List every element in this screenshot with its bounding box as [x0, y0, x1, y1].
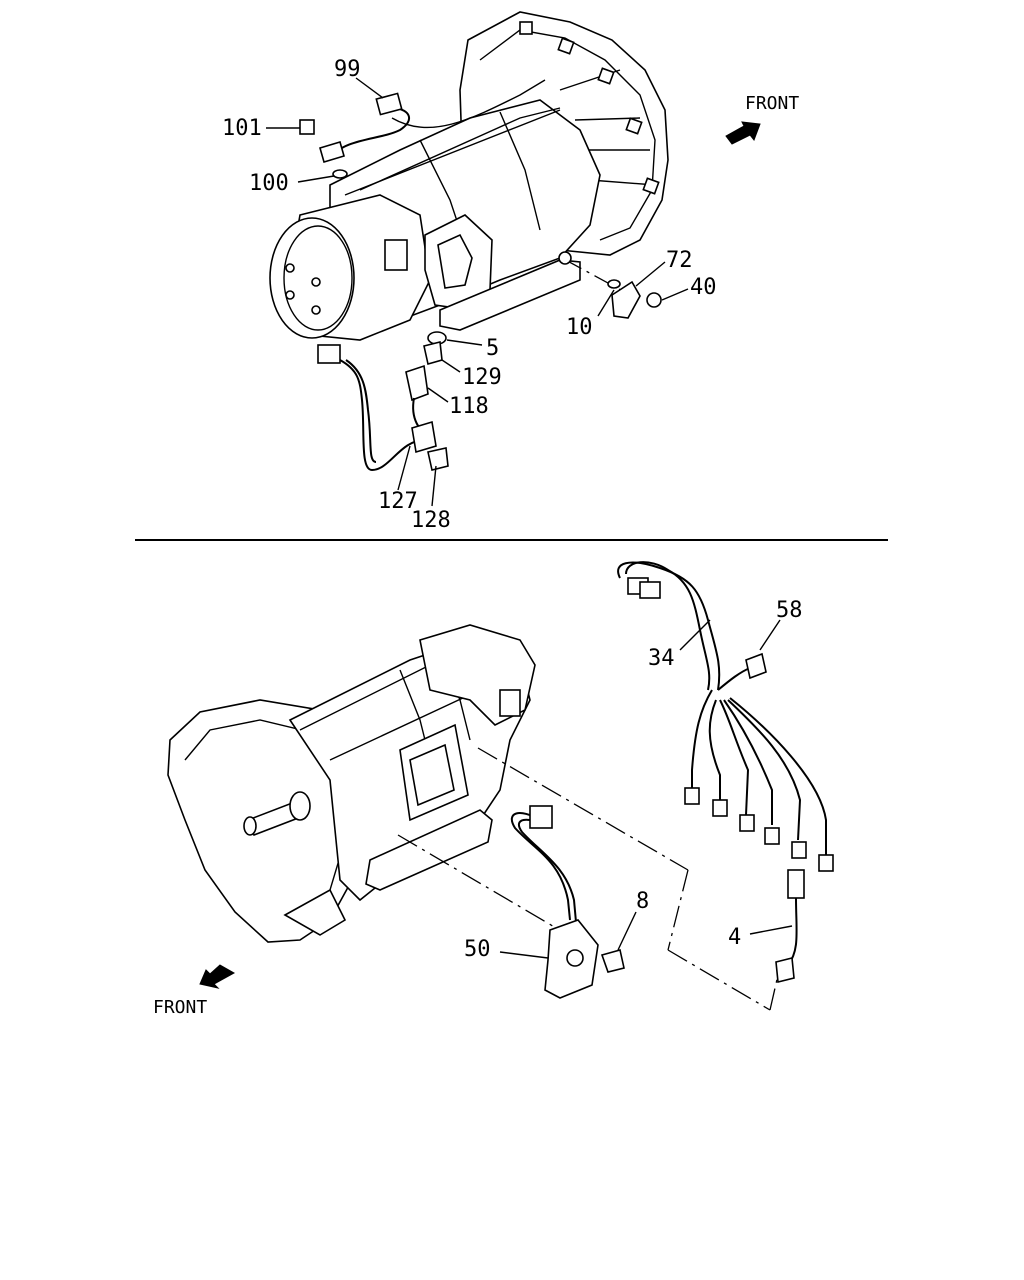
bottom-front-label: FRONT	[153, 997, 207, 1018]
label-8: 8	[636, 889, 649, 914]
label-10: 10	[566, 315, 593, 340]
bottom-transmission-assembly	[167, 624, 536, 943]
label-40: 40	[690, 275, 717, 300]
bottom-dash-lines	[397, 747, 779, 1011]
label-4: 4	[728, 925, 741, 950]
label-58: 58	[776, 598, 803, 623]
top-leader-lines	[266, 77, 689, 507]
label-34: 34	[648, 646, 675, 671]
bottom-main-harness	[617, 561, 834, 872]
top-temperature-sensor-harness	[317, 331, 449, 472]
top-front-label: FRONT	[745, 93, 799, 114]
bottom-leader-lines	[499, 619, 793, 959]
label-5: 5	[486, 336, 499, 361]
bottom-switch-assembly	[510, 805, 625, 999]
label-99: 99	[334, 57, 361, 82]
label-100: 100	[249, 171, 289, 196]
label-118: 118	[449, 394, 489, 419]
top-bracket-assembly	[558, 251, 662, 319]
top-front-arrow-icon	[725, 121, 761, 145]
label-127: 127	[378, 489, 418, 514]
label-101: 101	[222, 116, 262, 141]
top-transmission-assembly	[269, 11, 669, 341]
label-72: 72	[666, 248, 693, 273]
bottom-labels: 58 34 8 50 4 FRONT	[153, 598, 803, 1018]
bottom-sensor-harness-4	[775, 869, 805, 984]
label-50: 50	[464, 937, 491, 962]
label-128: 128	[411, 508, 451, 533]
label-129: 129	[462, 365, 502, 390]
top-speed-sensor-harness	[299, 79, 546, 179]
top-labels: 99 101 100 72 40 10 5 129 118 127 128 FR…	[222, 57, 799, 533]
bottom-front-arrow-icon	[199, 964, 236, 989]
